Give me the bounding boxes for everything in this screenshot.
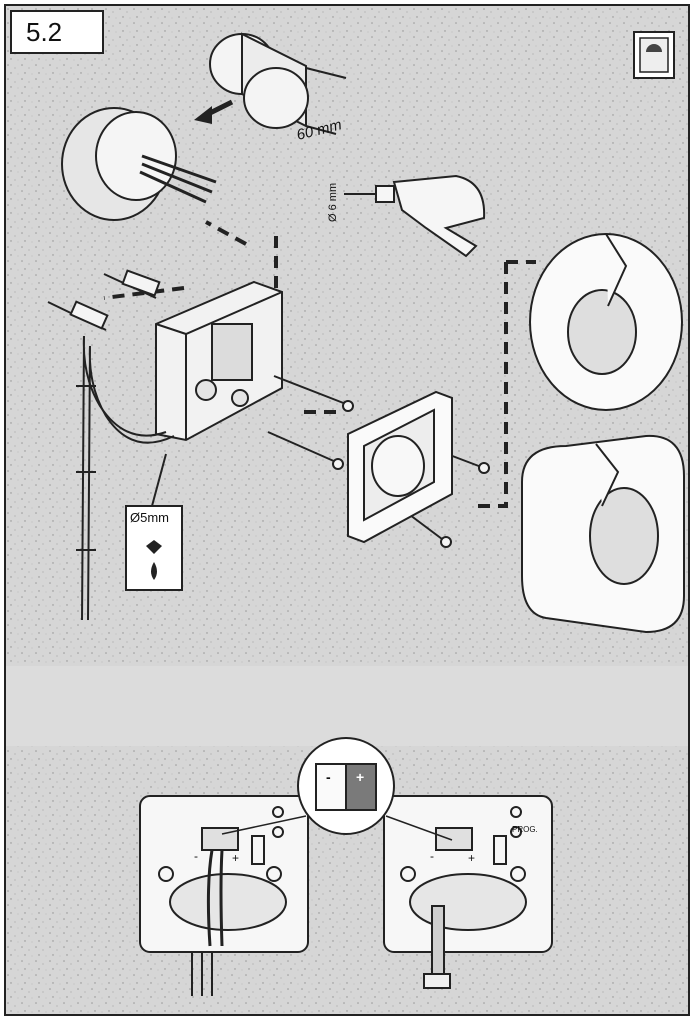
polarity-minus: -	[326, 769, 331, 785]
minus-label-left: -	[194, 849, 198, 863]
polarity-magnifier	[221, 737, 453, 841]
illustration-frame: 5.2 60 mm	[4, 4, 690, 1016]
polarity-plus: +	[356, 769, 364, 785]
plug-drill-label: Ø5mm	[130, 510, 169, 525]
prog-label: PROG.	[512, 825, 538, 834]
plus-label-right: +	[468, 851, 475, 865]
minus-label-right: -	[430, 849, 434, 863]
dashed-paths	[103, 220, 536, 508]
sensor-icon	[633, 31, 675, 79]
drill-icon	[344, 174, 486, 258]
wall-opening	[61, 107, 217, 221]
step-number: 5.2	[10, 10, 104, 54]
round-cover	[529, 233, 683, 411]
wiring-box-right	[383, 795, 553, 989]
divider-band	[6, 666, 688, 746]
plus-label-left: +	[232, 851, 239, 865]
screws	[47, 269, 490, 548]
flush-box	[209, 32, 347, 135]
surface-box	[155, 280, 283, 442]
square-cover	[521, 434, 685, 634]
drill-bit-label: Ø 6 mm	[327, 183, 339, 222]
cable	[76, 335, 175, 621]
sensor-plate	[347, 390, 453, 544]
wiring-box-left	[139, 795, 309, 996]
plug-drill-callout	[125, 453, 183, 591]
arrow-head	[194, 106, 212, 124]
installation-drawing: 60 mm Ø 6 mm	[6, 6, 688, 1014]
